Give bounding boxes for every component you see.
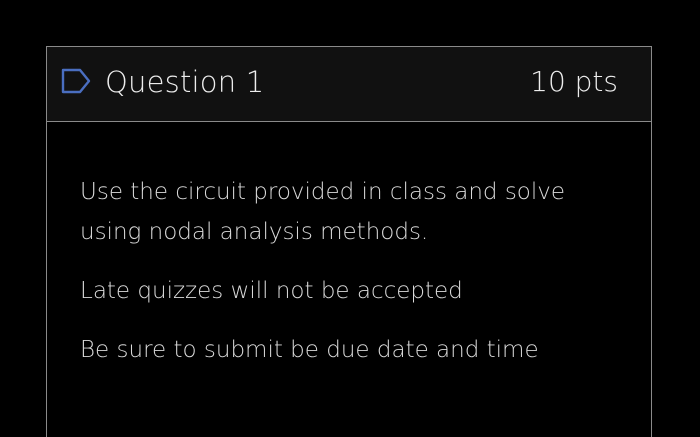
question-points: 10 pts bbox=[530, 65, 618, 98]
flag-outline-icon[interactable] bbox=[60, 67, 92, 95]
question-card: Question 1 10 pts Use the circuit provid… bbox=[46, 46, 652, 437]
question-header: Question 1 10 pts bbox=[47, 47, 651, 122]
question-title: Question 1 bbox=[105, 65, 265, 99]
question-text: Use the circuit provided in class and so… bbox=[80, 179, 566, 245]
due-date-text: Be sure to submit be due date and time bbox=[80, 337, 539, 363]
late-policy-text: Late quizzes will not be accepted bbox=[80, 278, 463, 304]
question-body: Use the circuit provided in class and so… bbox=[80, 172, 625, 370]
